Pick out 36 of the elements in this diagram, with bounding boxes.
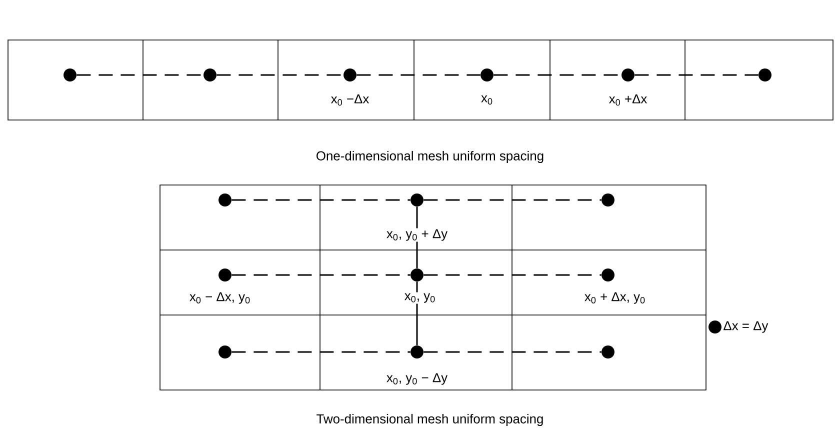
coordinate-label: x$_{0}$ + Δx, y$_{0}$ [583, 291, 647, 305]
legend-text: Δx = Δy [724, 321, 768, 333]
mesh-point [602, 194, 614, 206]
mesh-point [758, 68, 772, 82]
connector-line [216, 74, 344, 76]
mesh-point [410, 268, 424, 282]
coordinate-label: x$_{0}$, y$_{0}$ [403, 292, 437, 304]
mesh-point [218, 268, 232, 282]
mesh-point [602, 346, 614, 358]
coordinate-label: x$_{0}$ +Δx [608, 93, 648, 107]
mesh-point [218, 346, 232, 358]
connector-line [356, 74, 480, 76]
coordinate-label: x$_{0}$ [480, 94, 494, 106]
coordinate-label: x$_{0}$ −Δx [330, 93, 370, 107]
connector-line [232, 199, 410, 201]
mesh-point [410, 346, 424, 358]
caption: One-dimensional mesh uniform spacing [316, 150, 544, 164]
caption: Two-dimensional mesh uniform spacing [316, 414, 543, 426]
coordinate-label: x$_{0}$, y$_{0}$ + Δy [385, 228, 449, 242]
connector-line [232, 351, 410, 353]
connector-line [76, 74, 204, 76]
connector-line [232, 274, 410, 276]
mesh-point [480, 68, 494, 82]
mesh-point [64, 68, 76, 82]
coordinate-label: x$_{0}$ − Δx, y$_{0}$ [188, 291, 252, 305]
mesh-point [410, 194, 424, 206]
connector-line [424, 274, 602, 276]
mesh-point [204, 68, 216, 82]
mesh-point [218, 194, 232, 206]
mesh-point [344, 68, 356, 82]
mesh-point [602, 268, 614, 282]
connector-line [634, 74, 758, 76]
connector-line [424, 199, 602, 201]
coordinate-label: x$_{0}$, y$_{0}$ − Δy [385, 372, 449, 386]
connector-line [424, 351, 602, 353]
mesh-point [622, 68, 634, 82]
